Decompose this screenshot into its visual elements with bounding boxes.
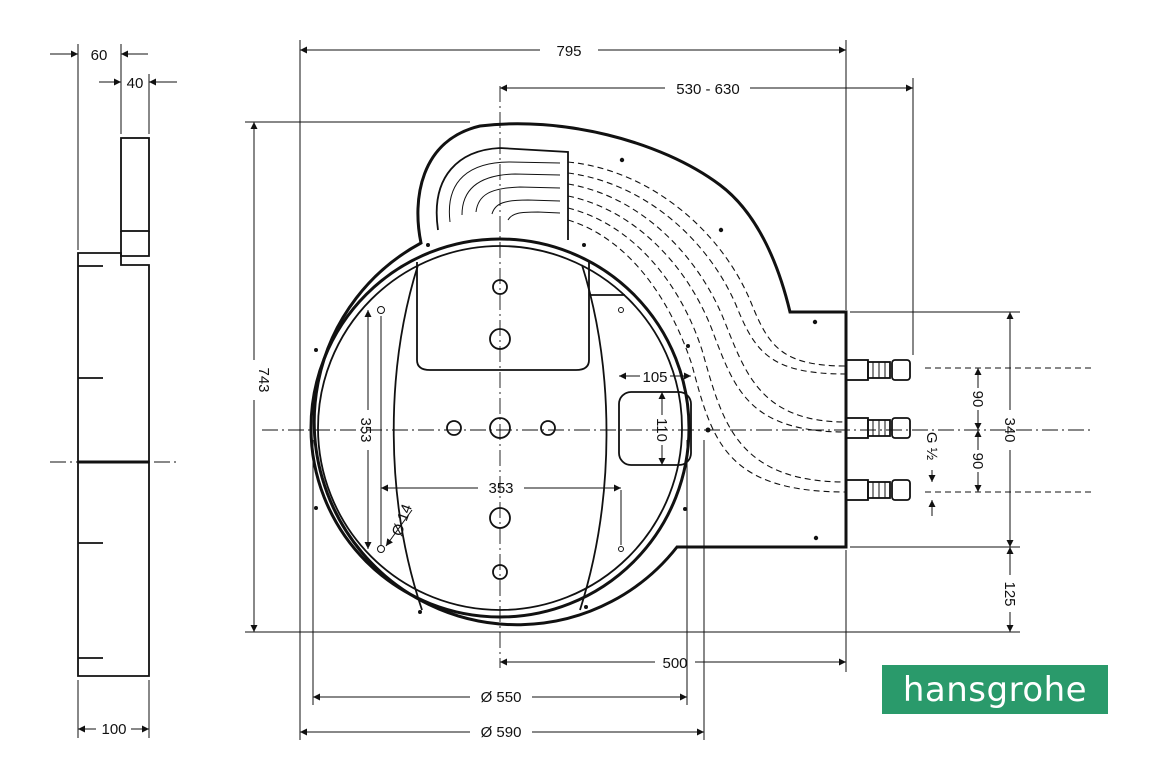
dim-105: 105	[642, 369, 667, 386]
dim-diameter-550: Ø 550	[481, 689, 522, 706]
dim-795: 795	[556, 43, 581, 60]
dim-diameter-14: Ø 14	[389, 502, 416, 538]
dim-340: 340	[1001, 417, 1018, 442]
dim-diameter-590: Ø 590	[481, 724, 522, 741]
dim-90-upper: 90	[969, 391, 986, 408]
dim-125: 125	[1001, 581, 1018, 606]
hansgrohe-logo: hansgrohe	[882, 665, 1108, 714]
dim-353-vertical: 353	[357, 417, 374, 442]
connection-fitting-middle	[845, 417, 911, 439]
dim-353-horizontal: 353	[488, 480, 513, 497]
side-view: 60 40 100	[50, 44, 178, 738]
dim-side-100: 100	[101, 721, 126, 738]
dim-thread-g-half: G ½	[923, 432, 940, 461]
dim-90-lower: 90	[969, 453, 986, 470]
dim-110: 110	[653, 418, 670, 442]
dim-side-60: 60	[91, 47, 108, 64]
dim-side-40: 40	[127, 75, 144, 92]
dimensions: 795 530 - 630 743 353 353 105 110 Ø 14 9…	[245, 40, 1020, 741]
connection-fitting-top	[845, 359, 911, 381]
dim-743: 743	[255, 367, 272, 392]
front-view	[262, 86, 1092, 668]
connection-fitting-bottom	[845, 479, 911, 501]
dim-500: 500	[662, 655, 687, 672]
dim-530-630: 530 - 630	[676, 81, 739, 98]
